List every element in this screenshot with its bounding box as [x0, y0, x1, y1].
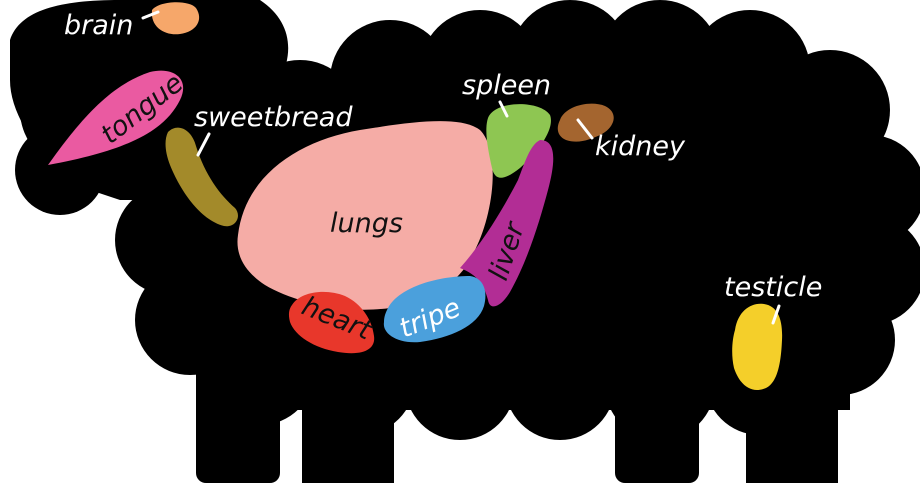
testicle-shape	[732, 303, 783, 390]
tongue-shape	[48, 70, 184, 165]
lungs-label: lungs	[330, 208, 403, 239]
brain-shape	[151, 2, 200, 35]
testicle-label: testicle	[724, 272, 822, 303]
brain-leader	[141, 10, 160, 20]
brain-label: brain	[64, 10, 133, 41]
lungs-shape	[237, 121, 493, 310]
spleen-leader	[498, 100, 509, 118]
sweetbread-label: sweetbread	[194, 102, 353, 133]
kidney-leader	[576, 118, 594, 140]
kidney-label: kidney	[595, 131, 686, 162]
liver-shape	[460, 140, 554, 307]
sweetbread-shape	[165, 127, 238, 227]
kidney-shape	[557, 103, 614, 142]
tripe-shape	[383, 276, 486, 343]
testicle-leader	[771, 304, 781, 325]
spleen-shape	[486, 104, 551, 178]
sweetbread-leader	[196, 132, 211, 157]
spleen-label: spleen	[462, 70, 551, 101]
heart-shape	[288, 291, 375, 354]
